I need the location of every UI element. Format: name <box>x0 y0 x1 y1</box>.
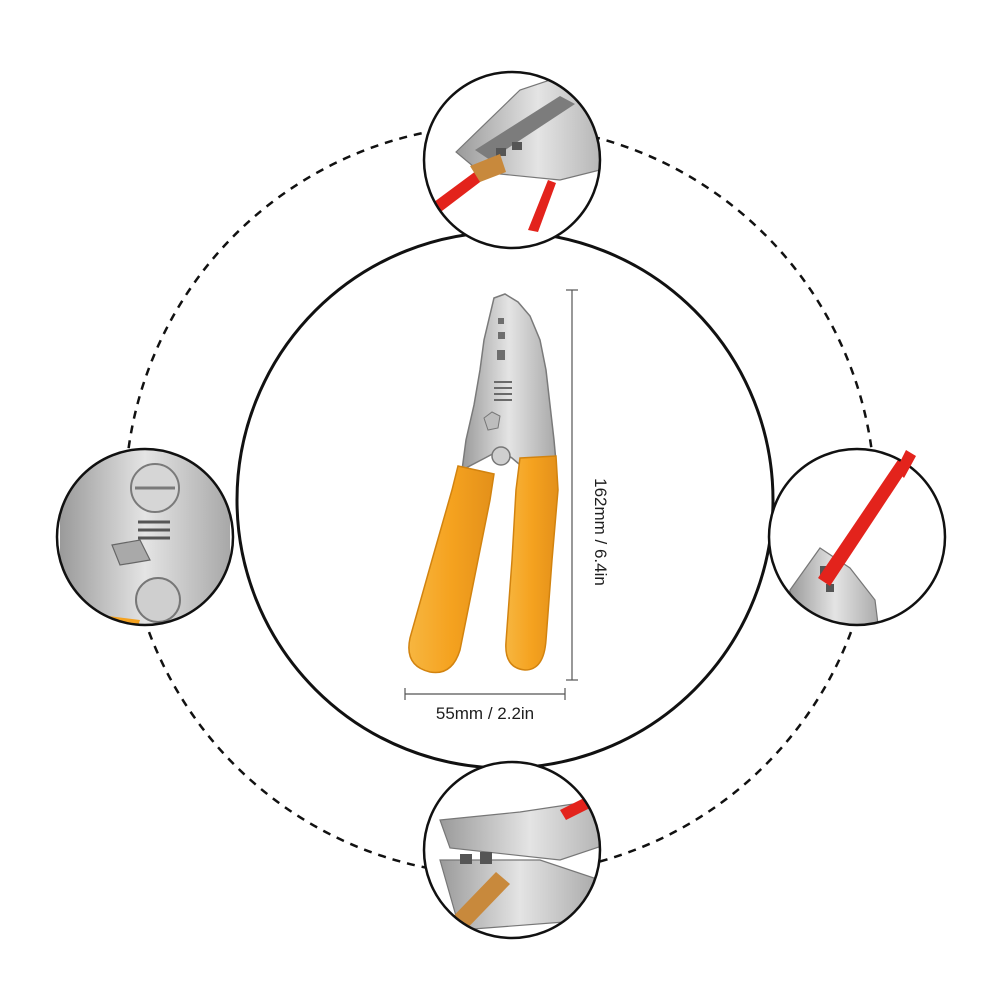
height-dimension-label: 162mm / 6.4in <box>591 478 610 586</box>
left-handle <box>408 465 495 674</box>
pliers <box>408 293 559 674</box>
crimp-jaw-closeup-icon <box>422 70 602 250</box>
strip-notch-closeup-icon <box>767 447 947 627</box>
spring-pivot-closeup-icon <box>55 447 235 627</box>
width-dimension-line <box>404 688 566 700</box>
height-dimension-line <box>566 289 578 681</box>
width-dimension-label: 55mm / 2.2in <box>435 704 535 723</box>
right-handle <box>505 455 559 671</box>
pivot-screw <box>491 446 511 466</box>
spring <box>494 381 512 401</box>
jaw-crimp-closeup-icon <box>422 760 602 940</box>
